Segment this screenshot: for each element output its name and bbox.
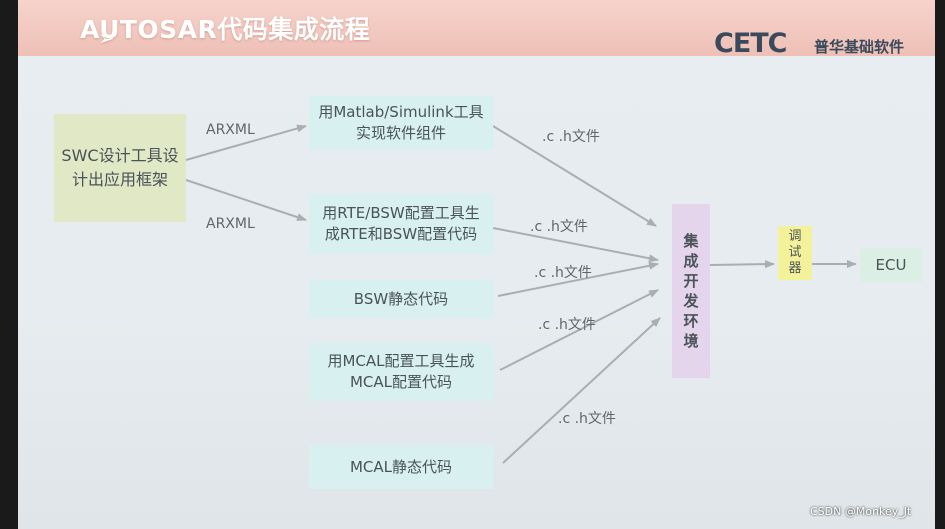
mcal-static-node-label: MCAL静态代码 [349,457,453,476]
ide-char: 发 [683,292,699,310]
arrow-mcal-static-to-ide [502,317,661,464]
bsw-node-label: BSW静态代码 [353,289,449,308]
ecu-node: ECU [860,248,922,282]
edge-label-ch-4: .c .h文件 [538,317,596,333]
matlab-node-line1: 用Matlab/Simulink工具 [318,103,484,121]
ecu-node-label: ECU [875,255,907,274]
arrow-rte-to-ide [492,227,659,263]
arrow-ide-to-debugger [709,260,775,269]
matlab-simulink-node: 用Matlab/Simulink工具 实现软件组件 [309,96,493,150]
swc-node-line2: 计出应用框架 [71,170,168,189]
arrow-mcal-cfg-to-ide [499,289,659,371]
flow-arrows [185,124,857,464]
mcal-config-node: 用MCAL配置工具生成 MCAL配置代码 [309,343,493,401]
debugger-char: 试 [788,245,802,260]
rte-bsw-config-node: 用RTE/BSW配置工具生 成RTE和BSW配置代码 [309,194,493,254]
ide-char: 环 [683,312,699,330]
rte-node-line1: 用RTE/BSW配置工具生 [322,204,480,222]
edge-label-ch-2: .c .h文件 [530,219,588,235]
arrow-matlab-to-ide [492,125,657,227]
debugger-node: 调 试 器 [778,226,812,280]
debugger-char: 器 [788,261,802,276]
edge-label-ch-1: .c .h文件 [542,129,600,145]
ide-char: 开 [683,272,699,290]
cetc-logo: CETC [714,28,787,59]
mcal-static-code-node: MCAL静态代码 [309,445,493,489]
edge-label-arxml-2: ARXML [206,216,255,232]
slide-title-text: AUTOSAR代码集成流程 [80,15,371,44]
slide: ➢ AUTOSAR代码集成流程 CETC 普华基础软件 SWC设计工具设 计出应… [18,0,935,529]
ide-char: 境 [683,332,699,350]
arrow-swc-to-rte [185,179,307,221]
bsw-static-code-node: BSW静态代码 [309,280,493,318]
mcal-cfg-node-line2: MCAL配置代码 [349,373,453,391]
edge-label-arxml-1: ARXML [206,122,255,138]
arrow-bsw-to-ide [497,261,659,297]
arrow-swc-to-matlab [185,124,307,161]
csdn-watermark: CSDN @Monkey_Jt [810,505,912,518]
swc-node-line1: SWC设计工具设 [61,146,179,165]
ide-char: 集 [683,232,699,250]
title-bar: ➢ AUTOSAR代码集成流程 [18,0,935,56]
company-name: 普华基础软件 [814,38,905,56]
edge-label-ch-3: .c .h文件 [534,265,592,281]
matlab-node-line2: 实现软件组件 [355,124,446,142]
edge-label-ch-5: .c .h文件 [558,411,616,427]
ide-node: 集 成 开 发 环 境 [672,204,710,378]
slide-title: ➢ AUTOSAR代码集成流程 [58,10,371,50]
swc-design-tool-node: SWC设计工具设 计出应用框架 [54,114,186,222]
title-arrow-icon: ➢ [98,26,116,50]
debugger-char: 调 [788,229,802,244]
rte-node-line2: 成RTE和BSW配置代码 [324,225,478,243]
ide-char: 成 [683,252,699,270]
mcal-cfg-node-line1: 用MCAL配置工具生成 [327,352,475,370]
